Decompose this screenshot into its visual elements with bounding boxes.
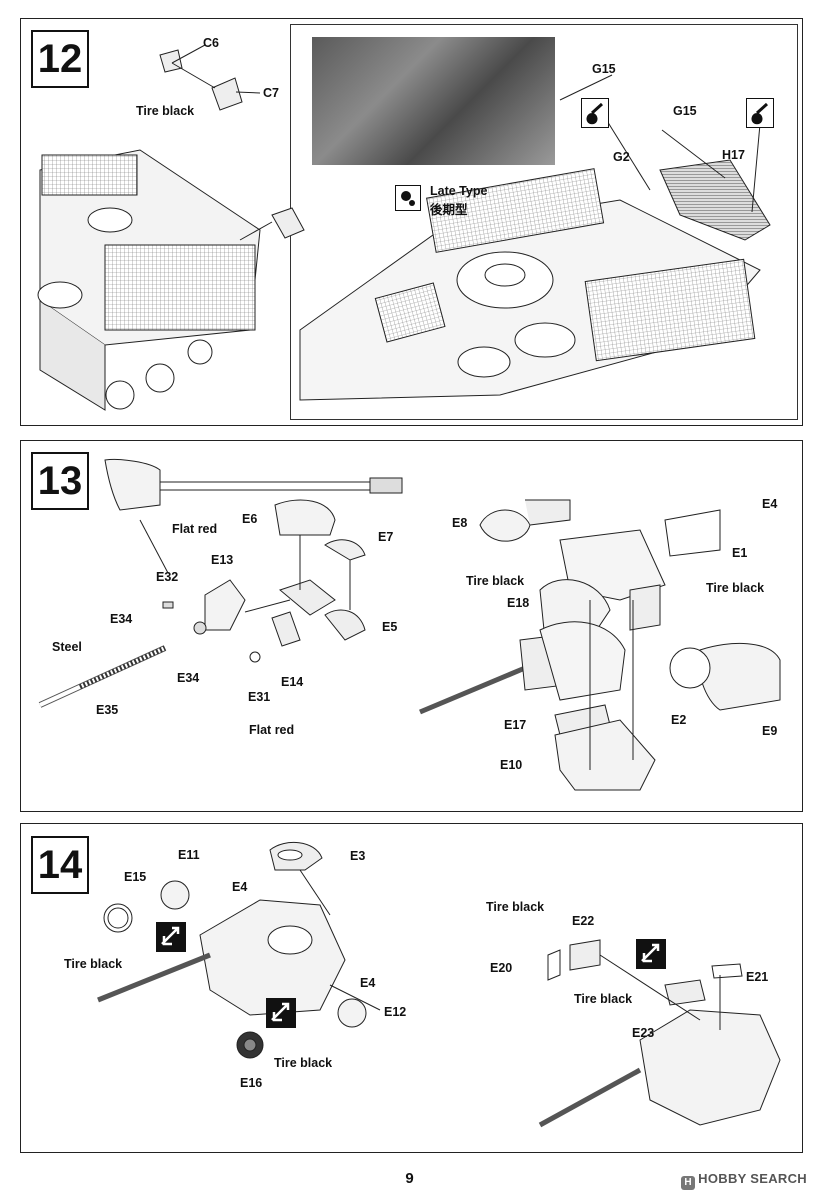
label-tire-black-14-4: Tire black (574, 992, 633, 1006)
label-e34-a: E34 (110, 612, 133, 626)
watermark-text: HOBBY SEARCH (698, 1171, 807, 1186)
label-g2: G2 (613, 150, 630, 164)
page-number: 9 (405, 1170, 414, 1187)
label-e6: E6 (242, 512, 258, 526)
late-type-label-jp: 後期型 (430, 203, 468, 217)
label-e15: E15 (124, 870, 147, 884)
label-e17: E17 (504, 718, 527, 732)
label-flat-red-1: Flat red (172, 522, 218, 536)
label-e13: E13 (211, 553, 234, 567)
watermark-logo-icon: H (681, 1176, 696, 1190)
label-e18: E18 (507, 596, 530, 610)
label-tire-black-14-1: Tire black (64, 957, 123, 971)
label-tire-black-14-2: Tire black (274, 1056, 333, 1070)
label-e5: E5 (382, 620, 398, 634)
paint-drop-icon (746, 98, 774, 128)
label-e35: E35 (96, 703, 119, 717)
label-g15-top: G15 (592, 62, 616, 76)
label-e10: E10 (500, 758, 523, 772)
label-e3: E3 (350, 849, 366, 863)
label-c7: C7 (263, 86, 279, 100)
reverse-arrow-icon (636, 939, 666, 969)
label-tire-black-2: Tire black (706, 581, 765, 595)
label-e4-a: E4 (232, 880, 248, 894)
paint-drop-icon (581, 98, 609, 128)
label-e12: E12 (384, 1005, 407, 1019)
label-e11: E11 (178, 848, 200, 862)
step-12-number: 12 (31, 30, 89, 88)
label-steel: Steel (52, 640, 82, 654)
late-type-label-en: Late Type (430, 184, 488, 198)
label-e9: E9 (762, 724, 778, 738)
late-type-icon (395, 185, 421, 211)
label-e20: E20 (490, 961, 513, 975)
label-e14: E14 (281, 675, 304, 689)
step-14-number: 14 (31, 836, 89, 894)
label-e21: E21 (746, 970, 769, 984)
label-c6: C6 (203, 36, 219, 50)
label-e4: E4 (762, 497, 778, 511)
step-13-number: 13 (31, 452, 89, 510)
label-e32: E32 (156, 570, 179, 584)
label-e2: E2 (671, 713, 687, 727)
label-tire-black: Tire black (136, 104, 195, 118)
label-e4-b: E4 (360, 976, 376, 990)
label-h17: H17 (722, 148, 745, 162)
label-e34-b: E34 (177, 671, 200, 685)
label-e8: E8 (452, 516, 468, 530)
reverse-arrow-icon (156, 922, 186, 952)
label-tire-black-1: Tire black (466, 574, 525, 588)
label-flat-red-2: Flat red (249, 723, 295, 737)
label-tire-black-14-3: Tire black (486, 900, 545, 914)
label-e22: E22 (572, 914, 595, 928)
label-e31: E31 (248, 690, 271, 704)
label-g15-right: G15 (673, 104, 697, 118)
label-e16: E16 (240, 1076, 263, 1090)
label-e23: E23 (632, 1026, 655, 1040)
label-e7: E7 (378, 530, 394, 544)
step-13-panel (20, 440, 803, 812)
reference-photo (312, 37, 555, 165)
label-e1: E1 (732, 546, 748, 560)
reverse-arrow-icon (266, 998, 296, 1028)
